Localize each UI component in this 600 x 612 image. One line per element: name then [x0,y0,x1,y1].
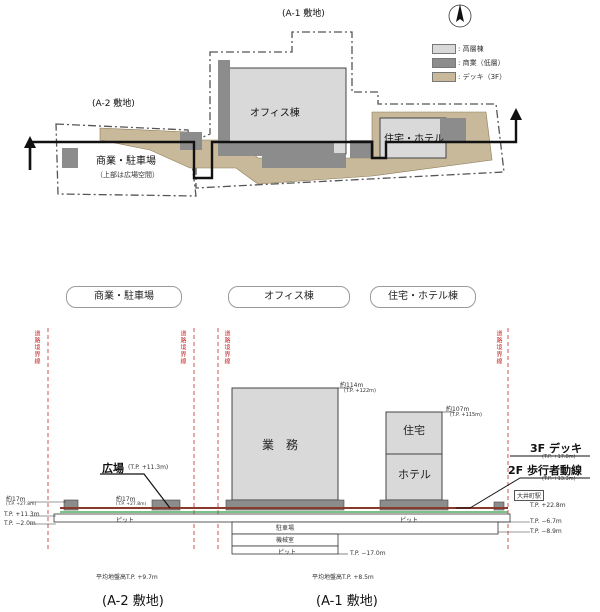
pill-commercial-parking: 商業・駐車場 [66,286,182,308]
basement-parking [231,521,499,535]
res-tower-section [385,411,443,455]
section-drawing [30,328,590,555]
avg-height-a2: 平均地盤高T.P. +9.7m [96,574,158,581]
road-boundary-label: 道路境界線 [33,330,40,365]
commercial-block [262,154,346,168]
north-arrow-icon [448,4,472,28]
deck-label: 3F デッキ [530,442,582,455]
legend-swatch-commercial [432,58,456,68]
site-a2-label: (A-2 敷地) [92,99,135,109]
business-label: 業 務 [262,438,299,452]
office-height: 約114m [340,382,364,389]
walkway-label: 2F 歩行者動線 [508,464,582,477]
legend-swatch-deck [432,72,456,82]
tp-113-label: T.P. +11.3m [4,511,40,518]
plaza-label: 広場 [102,462,124,475]
road-boundary-label: 道路境界線 [223,330,230,365]
site-a2-boundary [55,123,197,197]
deck-tp: (T.P. +17.8m) [542,454,576,460]
res-height: 約107m [446,406,470,413]
commercial-block [350,140,374,158]
plaza-tp: (T.P. +11.3m) [128,464,169,471]
site-a2-section-label: (A-2 敷地) [102,594,164,609]
pill-office: オフィス棟 [228,286,350,308]
tp-m20-label: T.P. −2.0m [4,520,36,527]
site-plan [24,4,522,197]
station-tp: T.P. +22.8m [530,502,566,509]
office-plan-label: オフィス棟 [250,108,300,119]
pedestrian-route [28,118,518,180]
left-height: 約17m [6,496,26,503]
commercial-block [230,142,334,156]
left-small-block [63,499,79,511]
office-tower-plan [225,67,347,155]
res-hotel-base [379,499,449,511]
mid-height: 約17m [116,496,136,503]
pit-label-right: ピット [400,517,419,524]
commercial-block [62,148,78,168]
office-tower-section [231,387,339,501]
office-tp: (T.P. +122m) [344,388,376,394]
right-small-block [493,501,505,511]
hotel-label: ホテル [398,468,431,481]
pill-res-hotel: 住宅・ホテル棟 [370,286,476,308]
commercial-parking-plan-label: 商業・駐車場 [96,156,156,167]
tp-m89-label: T.P. −8.9m [530,528,562,535]
residence-label: 住宅 [403,424,425,437]
tp-m67-label: T.P. −6.7m [530,518,562,525]
legend-label: : 商業（低層） [458,59,505,67]
legend-swatch-high-rise [432,44,456,54]
left-tp: (T.P. +27.8m) [6,502,37,507]
res-hotel-plan-label: 住宅・ホテル [384,134,444,145]
plaza-note: （上部は広場空間） [96,171,159,179]
legend-label: : 高層棟 [458,45,484,53]
basement-pit [231,545,339,555]
parking-label: 駐車場 [276,525,295,532]
legend-label: : デッキ（3F） [458,73,507,81]
site-a1-label: (A-1 敷地) [282,9,325,19]
machine-label: 機械室 [276,537,295,544]
res-tp: (T.P. +115m) [450,412,482,418]
walkway-tp: (T.P. +13.3m) [542,476,576,482]
road-boundary-label: 道路境界線 [495,330,502,365]
left-small-block [151,499,181,511]
site-a1-section-label: (A-1 敷地) [316,594,378,609]
road-boundary-label: 道路境界線 [179,330,186,365]
arrow-head-right [510,108,522,120]
avg-height-a1: 平均地盤高T.P. +8.5m [312,574,374,581]
station-label: 大井町駅 [514,490,545,501]
pit-label-left: ピット [116,517,135,524]
basement-pit-label: ピット [278,549,297,556]
mid-tp: (T.P. +27.8m) [116,502,147,507]
office-base [225,499,345,511]
commercial-block [440,118,466,142]
tp-m170-label: T.P. −17.0m [350,550,386,557]
hotel-tower-section [385,453,443,501]
commercial-block [218,60,230,156]
